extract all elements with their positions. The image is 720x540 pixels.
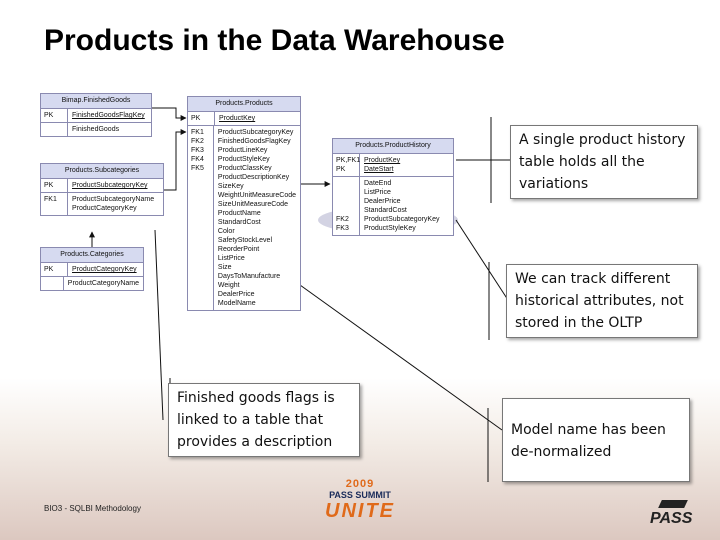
column-list: FinishedGoodsFlagKey (68, 109, 151, 122)
column-name: SafetyStockLevel (217, 237, 273, 244)
table-header: Bimap.FinishedGoods (41, 94, 151, 109)
column-name: ProductSubcategoryKey (72, 182, 148, 189)
column-list: ProductKey (215, 112, 300, 125)
column-name: ProductClassKey (217, 165, 272, 172)
logo-event: PASS SUMMIT (329, 490, 391, 500)
column-list: FinishedGoods (68, 123, 151, 136)
callout-model-name: Model name has been de-normalized (502, 398, 690, 482)
callout-pointer (455, 219, 509, 301)
slide-title: Products in the Data Warehouse (44, 24, 505, 57)
column-name: SizeUnitMeasureCode (217, 201, 288, 208)
pass-logo: PASS (650, 500, 692, 528)
table-header: Products.Categories (41, 248, 143, 263)
key-column: PK (41, 179, 68, 192)
column-name: ListPrice (364, 189, 391, 196)
logo-year: 2009 (345, 478, 375, 490)
column-name: Weight (217, 282, 240, 289)
key-column (41, 123, 68, 136)
column-name: DateEnd (364, 180, 392, 187)
key-column: FK1 (41, 193, 68, 215)
summit-logo: 2009 PASS SUMMIT UNITE (285, 478, 435, 536)
key-column: PK (41, 109, 68, 122)
column-name: ProductSubcategoryName (72, 196, 155, 203)
key-column: FK1 FK2 FK3 FK4 FK5 (188, 126, 214, 310)
column-name: DaysToManufacture (217, 273, 281, 280)
callout-history: A single product history table holds all… (510, 125, 698, 199)
column-name: Color (217, 228, 235, 235)
column-list: ProductCategoryKey (68, 263, 143, 276)
table-row: PK ProductSubcategoryKey (41, 179, 163, 193)
callout-track-attributes: We can track different historical attrib… (506, 264, 698, 338)
column-list: ProductCategoryName (64, 277, 143, 290)
column-name: ProductStyleKey (217, 156, 270, 163)
key-column: PK,FK1 PK (333, 154, 360, 176)
column-name: SizeKey (217, 183, 244, 190)
pass-brand: PASS (650, 510, 693, 527)
column-name: ProductSubcategoryKey (217, 129, 294, 136)
key-column: PK (41, 263, 68, 276)
callout-pointer (299, 284, 503, 431)
column-name: ReorderPoint (217, 246, 260, 253)
table-header: Products.Products (188, 97, 300, 112)
column-name: WeightUnitMeasureCode (217, 192, 296, 199)
column-name: ProductCategoryKey (72, 266, 137, 273)
table-row: PK ProductKey (188, 112, 300, 126)
column-name: ProductKey (364, 157, 401, 164)
table-row: PK FinishedGoodsFlagKey (41, 109, 151, 123)
column-name: ModelName (217, 300, 256, 307)
pass-mark-icon (658, 500, 688, 508)
column-name: ProductStyleKey (364, 225, 416, 232)
column-name: DealerPrice (364, 198, 401, 205)
column-name: FinishedGoodsFlagKey (217, 138, 291, 145)
column-name: Size (217, 264, 232, 271)
callout-finished-goods: Finished goods flags is linked to a tabl… (168, 383, 360, 457)
table-header: Products.Subcategories (41, 164, 163, 179)
column-name: StandardCost (217, 219, 261, 226)
callout-pointer (154, 229, 164, 421)
table-row: ProductCategoryName (41, 277, 143, 290)
column-name: ProductKey (219, 115, 256, 122)
column-name: FinishedGoodsFlagKey (72, 112, 145, 119)
table-header: Products.ProductHistory (333, 139, 453, 154)
column-name: ListPrice (217, 255, 245, 262)
key-column: FK2 FK3 (333, 177, 360, 235)
column-name: ProductCategoryKey (72, 205, 137, 212)
column-name: DealerPrice (217, 291, 255, 298)
key-column: PK (188, 112, 215, 125)
column-name: ProductCategoryName (67, 280, 139, 287)
column-name: ProductSubcategoryKey (364, 216, 440, 223)
table-row: FinishedGoods (41, 123, 151, 136)
column-name: ProductName (217, 210, 261, 217)
column-list: ProductSubcategoryKey (68, 179, 163, 192)
column-name: StandardCost (364, 207, 407, 214)
logo-name: UNITE (325, 500, 395, 522)
footer-text: BIO3 - SQLBI Methodology (44, 504, 141, 513)
column-name: DateStart (364, 166, 394, 173)
column-name: ProductLineKey (217, 147, 268, 154)
column-name: FinishedGoods (72, 126, 120, 133)
table-row: PK ProductCategoryKey (41, 263, 143, 277)
key-column (41, 277, 64, 290)
column-name: ProductDescriptionKey (217, 174, 290, 181)
relationship-line (148, 107, 187, 121)
